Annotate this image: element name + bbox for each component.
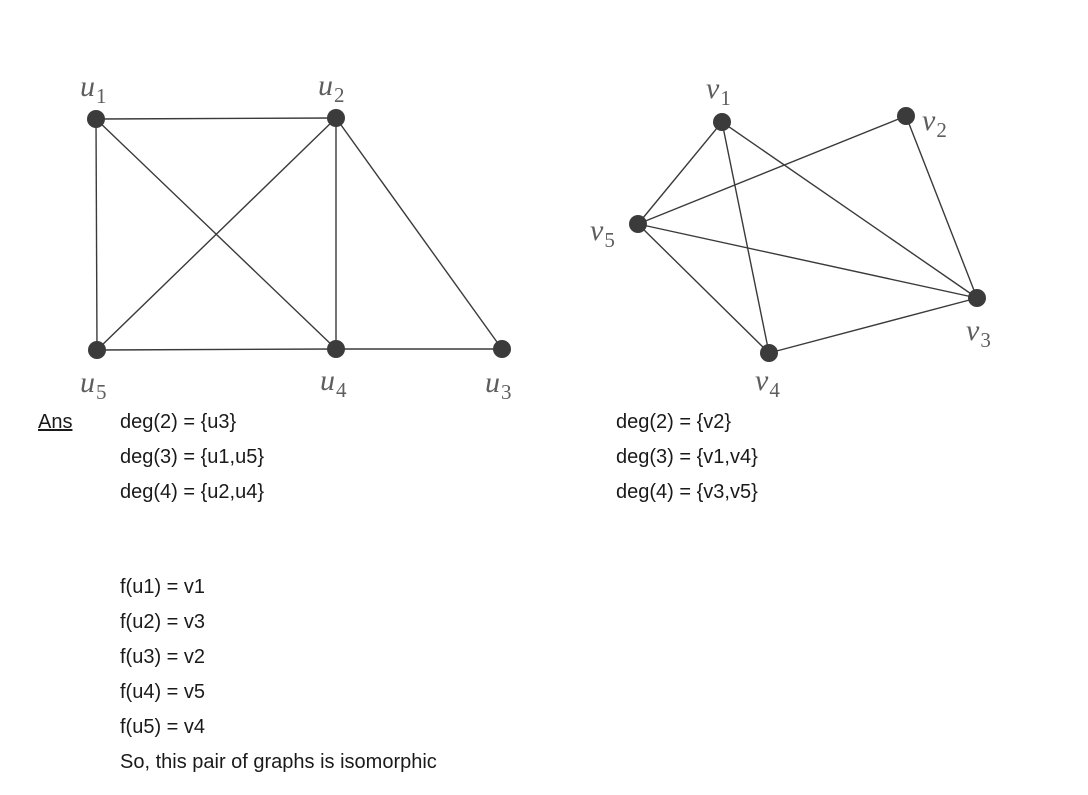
vertex-label-u3: u3 [485,366,512,404]
vertex-v2 [897,107,915,125]
edge-v1-v5 [637,121,723,225]
conclusion-text: So, this pair of graphs is isomorphic [120,751,437,773]
edge-v5-v2 [637,115,907,225]
vertex-label-u5: u5 [80,366,107,404]
vertex-labels-layer: u1 u2 u3 u4 u5 v1 v2 v3 v4 v5 [80,69,991,404]
answer-label: Ans [38,411,73,433]
vertex-label-u4: u4 [320,364,347,402]
mapping-line-3: f(u3) = v2 [120,646,206,668]
vertex-label-v4: v4 [755,364,780,402]
mapping-line-1: f(u1) = v1 [120,576,206,598]
edge-u5-u4 [96,348,337,351]
vertex-v3 [968,289,986,307]
vertex-u1 [87,110,105,128]
edge-v1-v4 [721,121,770,354]
vertex-v5 [629,215,647,233]
vertex-v4 [760,344,778,362]
vertex-label-v1: v1 [706,72,731,110]
vertex-label-v5: v5 [590,214,615,252]
vertex-label-v3: v3 [966,314,991,352]
vertex-u2 [327,109,345,127]
right-degree-3: deg(4) = {v3,v5} [616,481,758,503]
vertex-label-u1: u1 [80,70,107,108]
vertex-label-v2: v2 [922,104,947,142]
vertex-label-u2: u2 [318,69,345,107]
mapping-line-2: f(u2) = v3 [120,611,206,633]
vertex-u5 [88,341,106,359]
vertex-v1 [713,113,731,131]
left-degree-2: deg(3) = {u1,u5} [120,446,265,468]
edge-u1-u5 [95,118,98,351]
edge-v2-v3 [905,115,978,299]
edge-v5-v4 [637,223,770,354]
mapping-line-4: f(u4) = v5 [120,681,206,703]
graph-diagram: u1 u2 u3 u4 u5 v1 v2 v3 v4 v5 [80,69,991,404]
left-degree-1: deg(2) = {u3} [120,411,237,433]
edge-u1-u2 [95,117,337,120]
edges-layer [95,115,978,354]
left-degree-3: deg(4) = {u2,u4} [120,481,265,503]
edge-v5-v3 [637,223,978,299]
edge-u2-u3 [335,117,503,350]
vertices-layer [87,107,986,362]
mapping-line-5: f(u5) = v4 [120,716,206,738]
edge-v4-v3 [768,297,978,354]
vertex-u3 [493,340,511,358]
edge-u2-u5 [96,117,337,351]
right-degree-1: deg(2) = {v2} [616,411,732,433]
edge-v1-v3 [721,121,978,299]
vertex-u4 [327,340,345,358]
right-degree-2: deg(3) = {v1,v4} [616,446,758,468]
